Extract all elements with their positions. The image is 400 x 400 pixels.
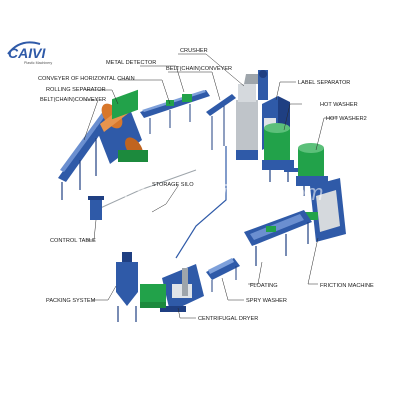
labels: METAL DETECTOR CRUSHER BELT(CHAIN)CONVEY… — [38, 48, 374, 322]
label-storage-silo: STORAGE SILO — [152, 182, 194, 188]
friction-machine — [300, 178, 346, 242]
watermark-text: caivi.en.alibaba.com — [124, 180, 323, 205]
floating-machine — [244, 210, 312, 266]
label-crusher: CRUSHER — [180, 48, 208, 54]
hot-washer2-machine — [284, 143, 328, 196]
brand-name: CAIVI — [8, 45, 46, 61]
label-conveyer-horizontal-chain: CONVEYER OF HORIZONTAL CHAIN — [38, 76, 135, 82]
label-friction-machine: FRICTION MACHINE — [320, 283, 374, 289]
label-spry-washer: SPRY WASHER — [246, 298, 287, 304]
label-belt-conveyer-left: BELT(CHAIN)CONVEYER — [40, 97, 106, 103]
horizontal-chain-conveyer-machine — [140, 90, 210, 134]
crusher-machine — [236, 70, 268, 160]
label-centrifugal-dryer: CENTRIFUGAL DRYER — [198, 316, 258, 322]
label-control-table: CONTROL TABLE — [50, 238, 96, 244]
label-packing-system: PACKING SYSTEM — [46, 298, 96, 304]
label-rolling-separator: ROLLING SEPARATOR — [46, 87, 106, 93]
label-label-separator: LABEL SEPARATOR — [298, 80, 350, 86]
label-hot-washer: HOT WASHER — [320, 102, 358, 108]
brand-tagline: Plastic Machinery — [24, 61, 52, 65]
label-belt-conveyer-top: BELT(CHAIN)CONVEYER — [166, 66, 232, 72]
belt-conveyer-top-machine — [206, 94, 236, 150]
label-metal-detector: METAL DETECTOR — [106, 60, 156, 66]
label-hot-washer2: HOT WASHER2 — [326, 116, 367, 122]
logo-swoosh-icon — [7, 41, 41, 55]
leader-lines — [83, 53, 338, 319]
hot-washer-machine — [262, 123, 294, 182]
packing-system-machine — [116, 252, 188, 322]
label-floating: FLOATING — [250, 283, 278, 289]
control-table-machine — [88, 196, 104, 220]
pipe-network — [95, 146, 227, 259]
brand-logo: CAIVI Plastic Machinery — [7, 41, 52, 65]
rolling-separator-machine — [96, 89, 148, 164]
machinery — [58, 70, 346, 322]
spry-washer-machine — [206, 258, 240, 292]
